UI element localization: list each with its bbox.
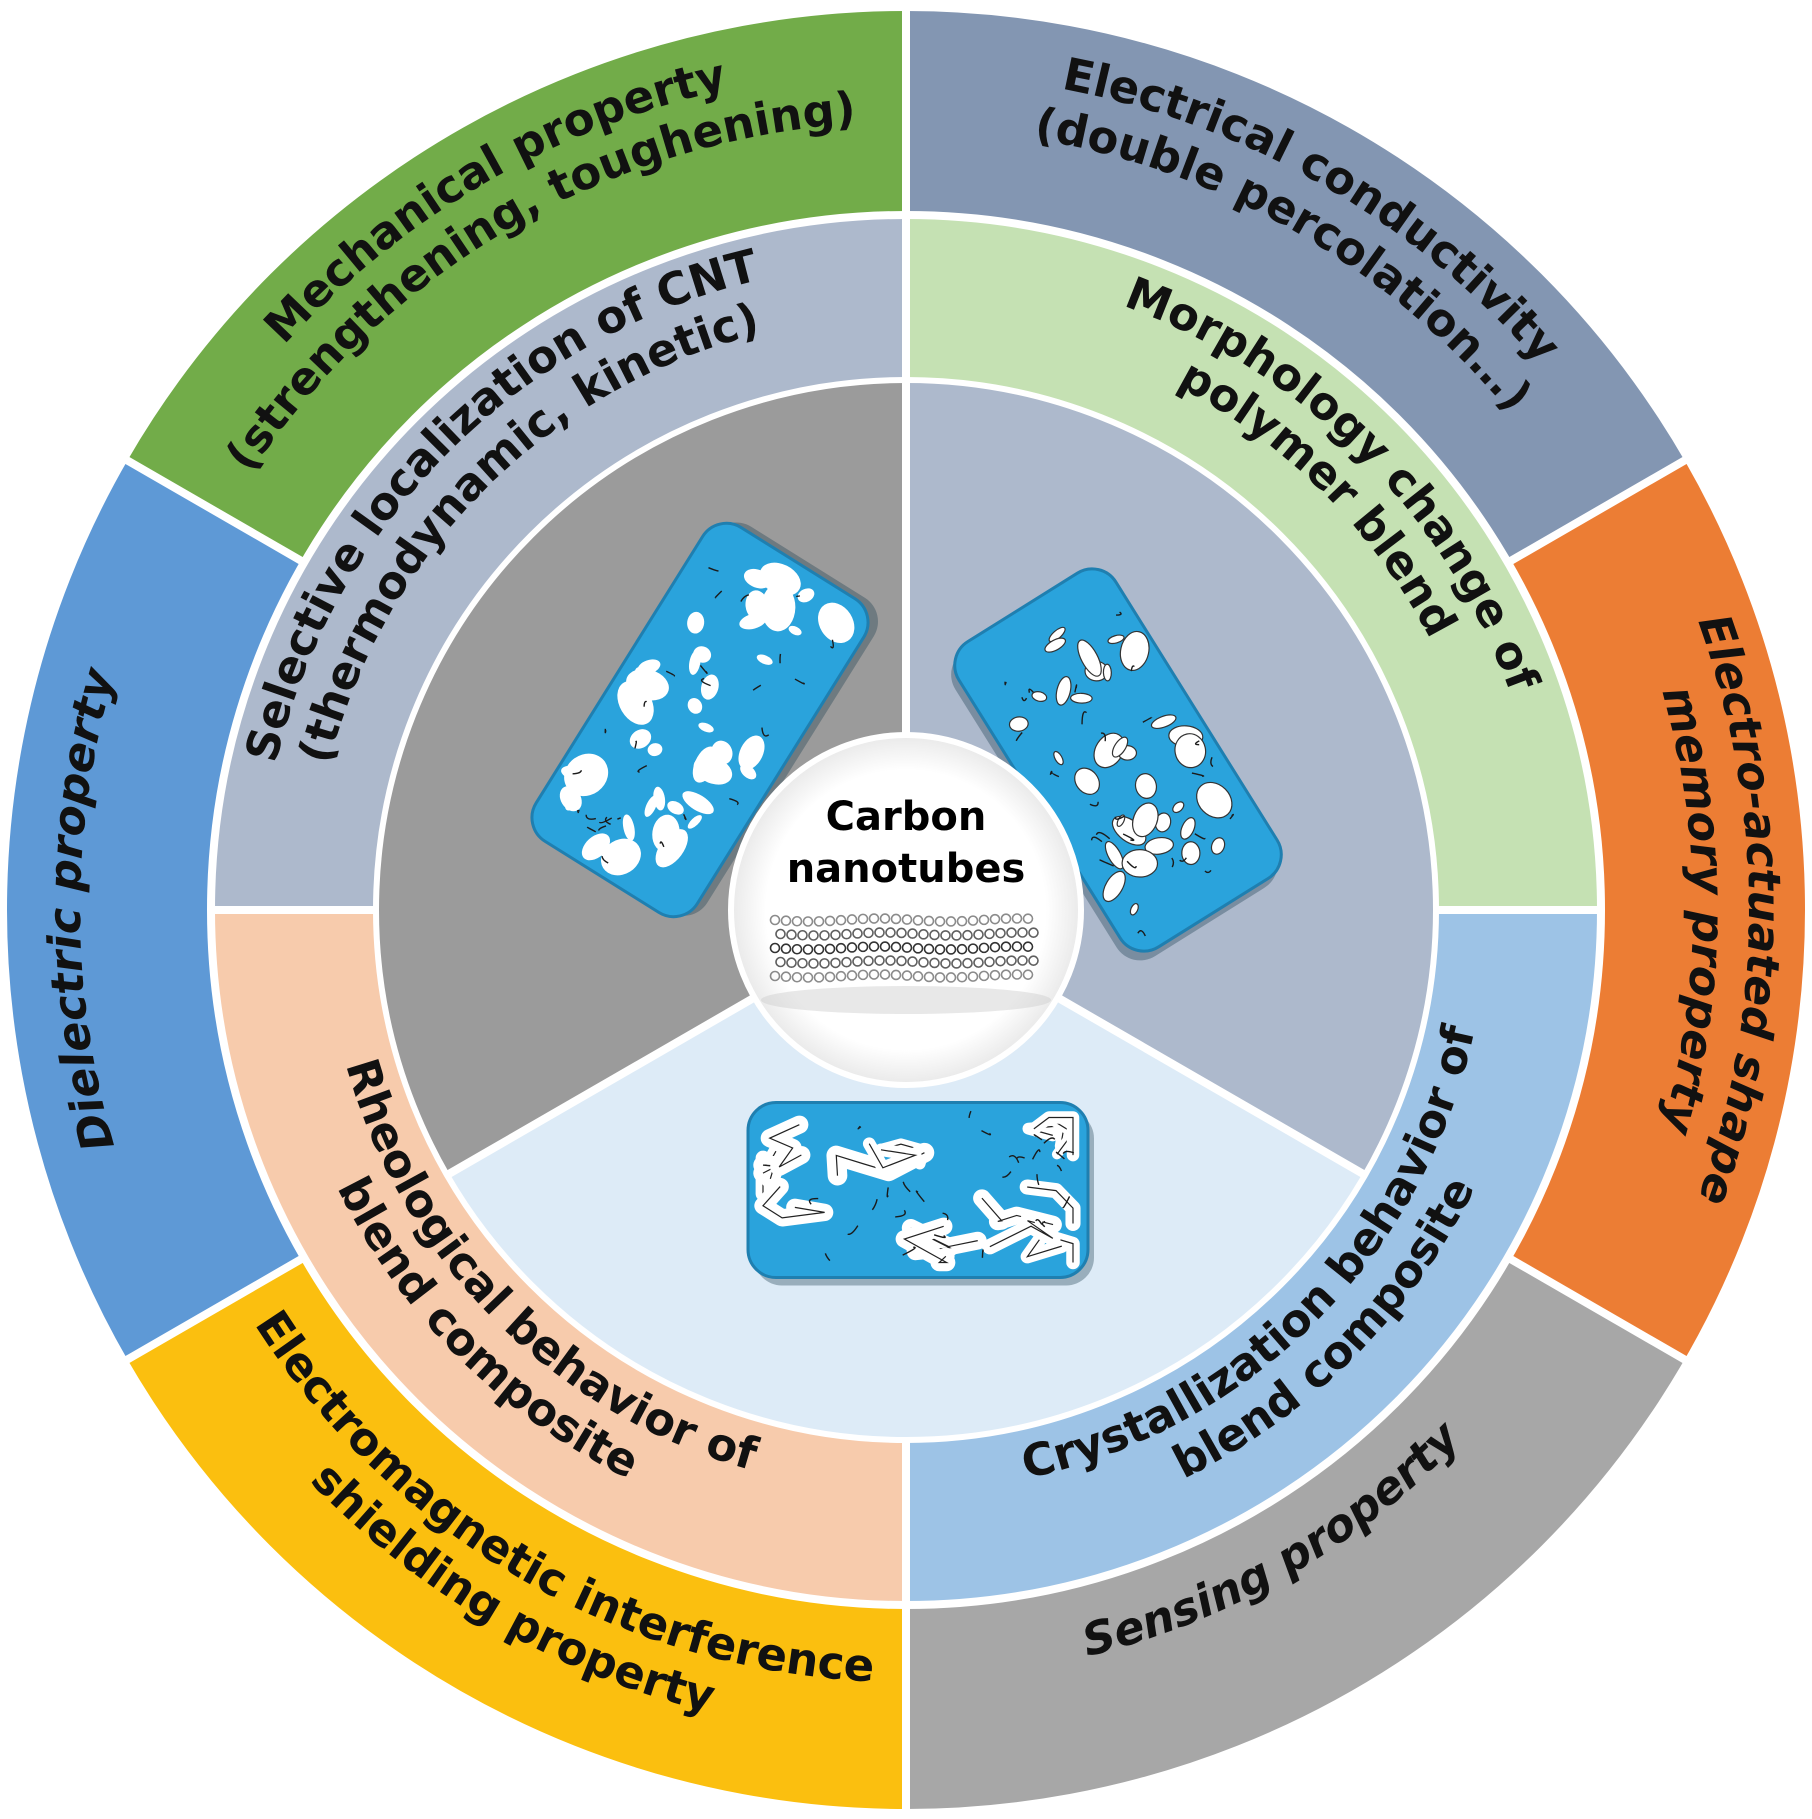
outer-ring [5,10,1806,1810]
separator-line [445,994,757,1179]
middle-ring [211,215,1601,1605]
center-circle [728,732,1084,1088]
separator-line [1505,454,1691,566]
separator-line [121,1254,307,1366]
micrograph-droplets [530,521,878,919]
middle-sector-rheological [211,910,906,1605]
outer-sector-electrical [906,10,1686,563]
middle-sector-morphology [906,215,1601,910]
ring-border [373,377,1439,1443]
center-hub: Carbon nanotubes [728,732,1084,1088]
separator-line [121,454,307,566]
outer-sector-electro_actuated [1507,460,1806,1360]
middle-sector-crystallization [906,910,1601,1605]
outer-sector-sensing [906,1257,1686,1810]
micrographs [530,521,1283,1286]
outer-sector-emi [126,1257,906,1810]
ring-border [1,5,1811,1815]
nanotube-icon [761,913,1051,1014]
micrograph-cocontinuous [746,1101,1094,1286]
middle-sector-selective [211,215,906,910]
ring-border [207,211,1605,1609]
separator-line [1505,1254,1691,1366]
center-label-line1: Carbon [826,794,987,840]
outer-sector-dielectric [5,460,305,1360]
sector-separators [1,5,1811,1815]
center-label-line2: nanotubes [787,846,1026,892]
outer-sector-mechanical [126,10,906,563]
separator-line [1055,994,1367,1179]
micrograph-cells [951,567,1283,961]
